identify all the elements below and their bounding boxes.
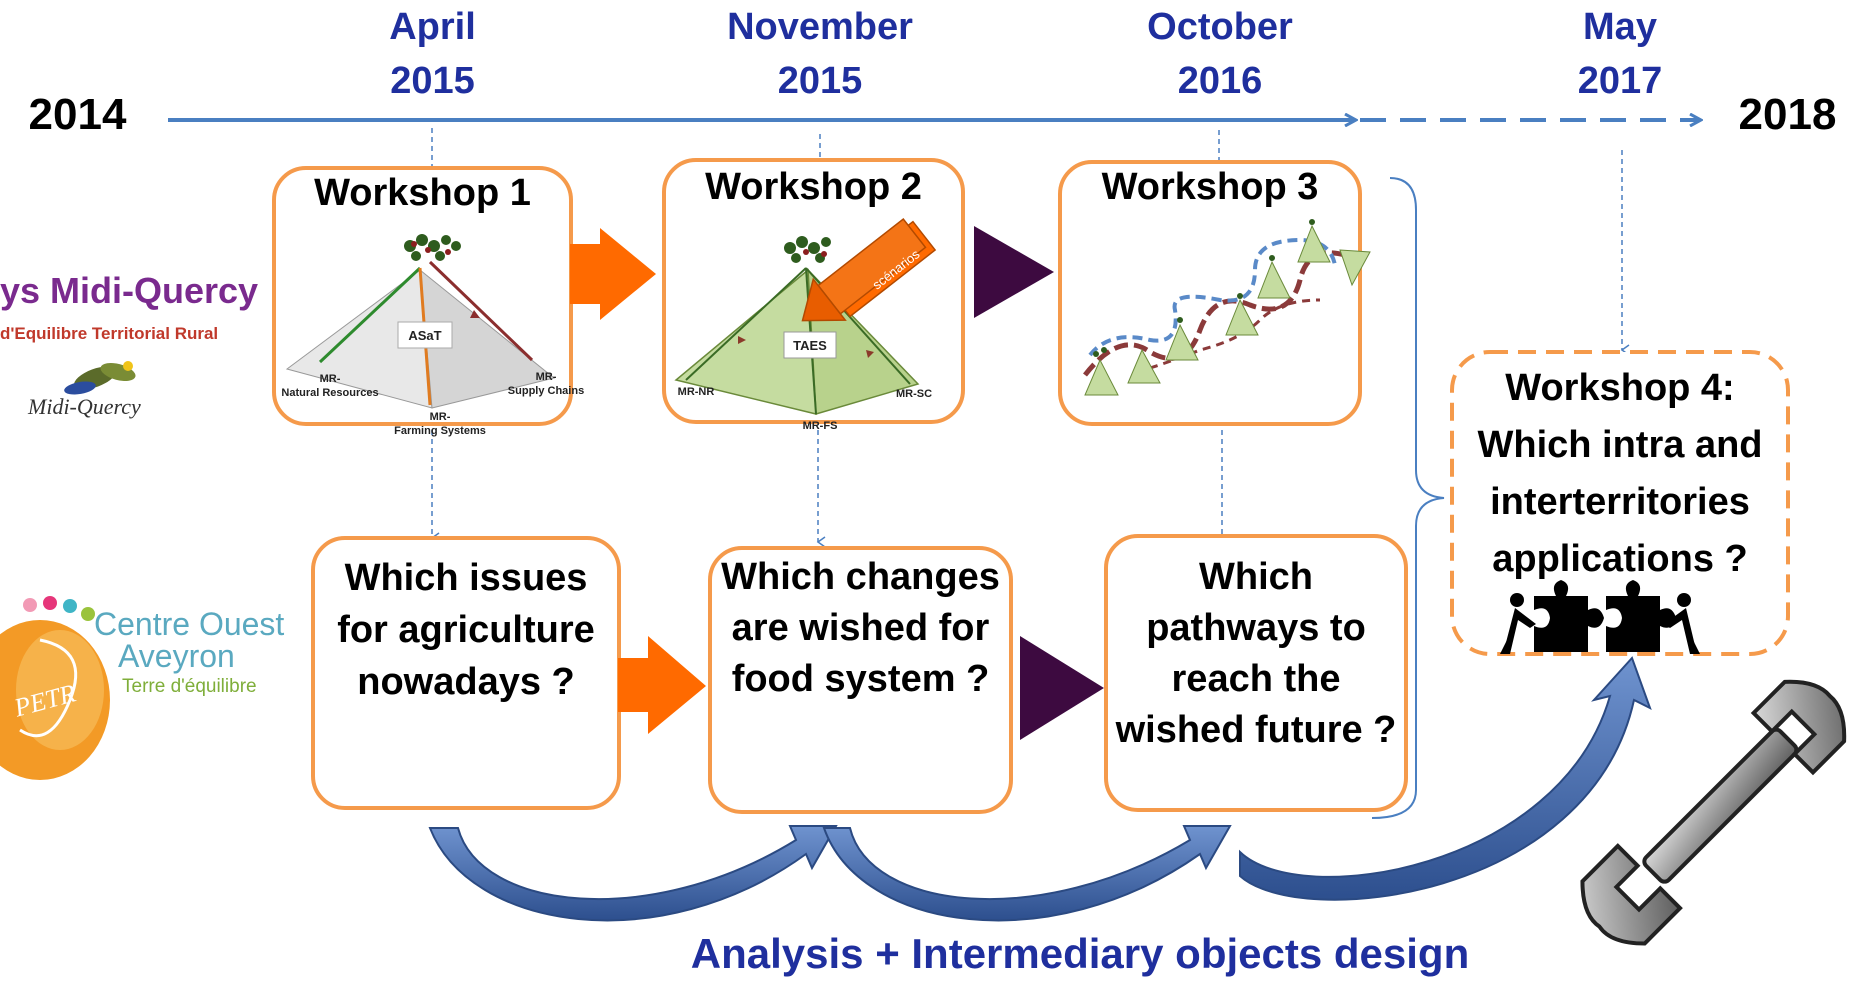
question-2-box [708, 546, 1013, 814]
analysis-arrows [428, 656, 1652, 922]
date-1-month: April [389, 6, 476, 48]
bracket [1371, 177, 1445, 819]
centre-ouest-line2: Aveyron [118, 638, 235, 674]
puzzle-people-icon [1500, 580, 1700, 654]
timeline-guides [430, 128, 1630, 548]
pyramid-2-bottom-label: MR-FS [802, 420, 838, 432]
date-3: October 2016 [1100, 0, 1340, 108]
pyramid-1-figure [285, 234, 556, 409]
centre-ouest-line3: Terre d'équilibre [122, 676, 257, 697]
pyramid-1-right-label: MR- Supply Chains [507, 371, 585, 397]
workshop-3-box [1058, 160, 1362, 426]
date-4-month: May [1583, 6, 1657, 48]
date-4-year: 2017 [1577, 60, 1663, 102]
date-1: April 2015 [330, 0, 535, 108]
centre-ouest-logo-graphic [0, 596, 110, 780]
pyramid-2-right-label: MR-SC [895, 388, 933, 400]
pays-midi-quercy-subtitle: d'Equilibre Territorial Rural [0, 324, 219, 343]
arrow-ws1-ws2 [570, 228, 656, 320]
arrow-ws2-ws3 [974, 226, 1054, 318]
date-2-month: November [727, 6, 913, 48]
end-year: 2018 [1738, 90, 1837, 139]
pays-midi-quercy-title: ys Midi-Quercy [0, 270, 259, 311]
date-3-year: 2016 [1177, 60, 1263, 102]
midi-quercy-leaf-icon [64, 361, 136, 395]
pathway-figure [1083, 219, 1371, 396]
question-2-text: Which changes are wished for food system… [721, 556, 1000, 700]
workshop-3-title: Workshop 3 [1101, 166, 1319, 208]
pays-midi-quercy-script: Midi-Quercy [28, 394, 141, 419]
question-3-text: Which pathways to reach the wished futur… [1115, 556, 1397, 751]
question-3-box [1104, 534, 1408, 812]
analysis-label: Analysis + Intermediary objects design [690, 930, 1470, 977]
wrench-icon [1580, 679, 1847, 946]
date-3-month: October [1147, 6, 1293, 48]
workshop-2-title: Workshop 2 [705, 166, 922, 208]
pyramid-1-center-label: ASaT [408, 328, 442, 343]
curved-arrow-1 [428, 825, 838, 922]
pyramid-1-bottom-label: MR- Farming Systems [394, 411, 486, 437]
workshop-4-text: Workshop 4: Which intra and interterrito… [1477, 367, 1763, 580]
start-year: 2014 [28, 90, 127, 139]
workshop-4-box [1450, 350, 1790, 656]
pyramid-2-figure [674, 217, 937, 415]
date-2: November 2015 [690, 0, 950, 108]
arrow-q2-q3 [1020, 636, 1104, 740]
curved-arrow-2 [822, 825, 1232, 922]
date-4: May 2017 [1540, 0, 1700, 108]
workshop-1-title: Workshop 1 [314, 172, 531, 214]
centre-ouest-line1: Centre Ouest [94, 606, 285, 642]
arrow-q1-q2 [618, 636, 706, 734]
question-1-text: Which issues for agriculture nowadays ? [337, 557, 595, 703]
date-2-year: 2015 [777, 60, 863, 102]
pyramid-2-center-label: TAES [793, 338, 827, 353]
pyramid-1-left-label: MR- Natural Resources [281, 373, 379, 399]
curved-arrow-3 [1239, 656, 1652, 901]
pyramid-2-left-label: MR-NR [677, 386, 715, 398]
date-1-year: 2015 [390, 60, 475, 102]
